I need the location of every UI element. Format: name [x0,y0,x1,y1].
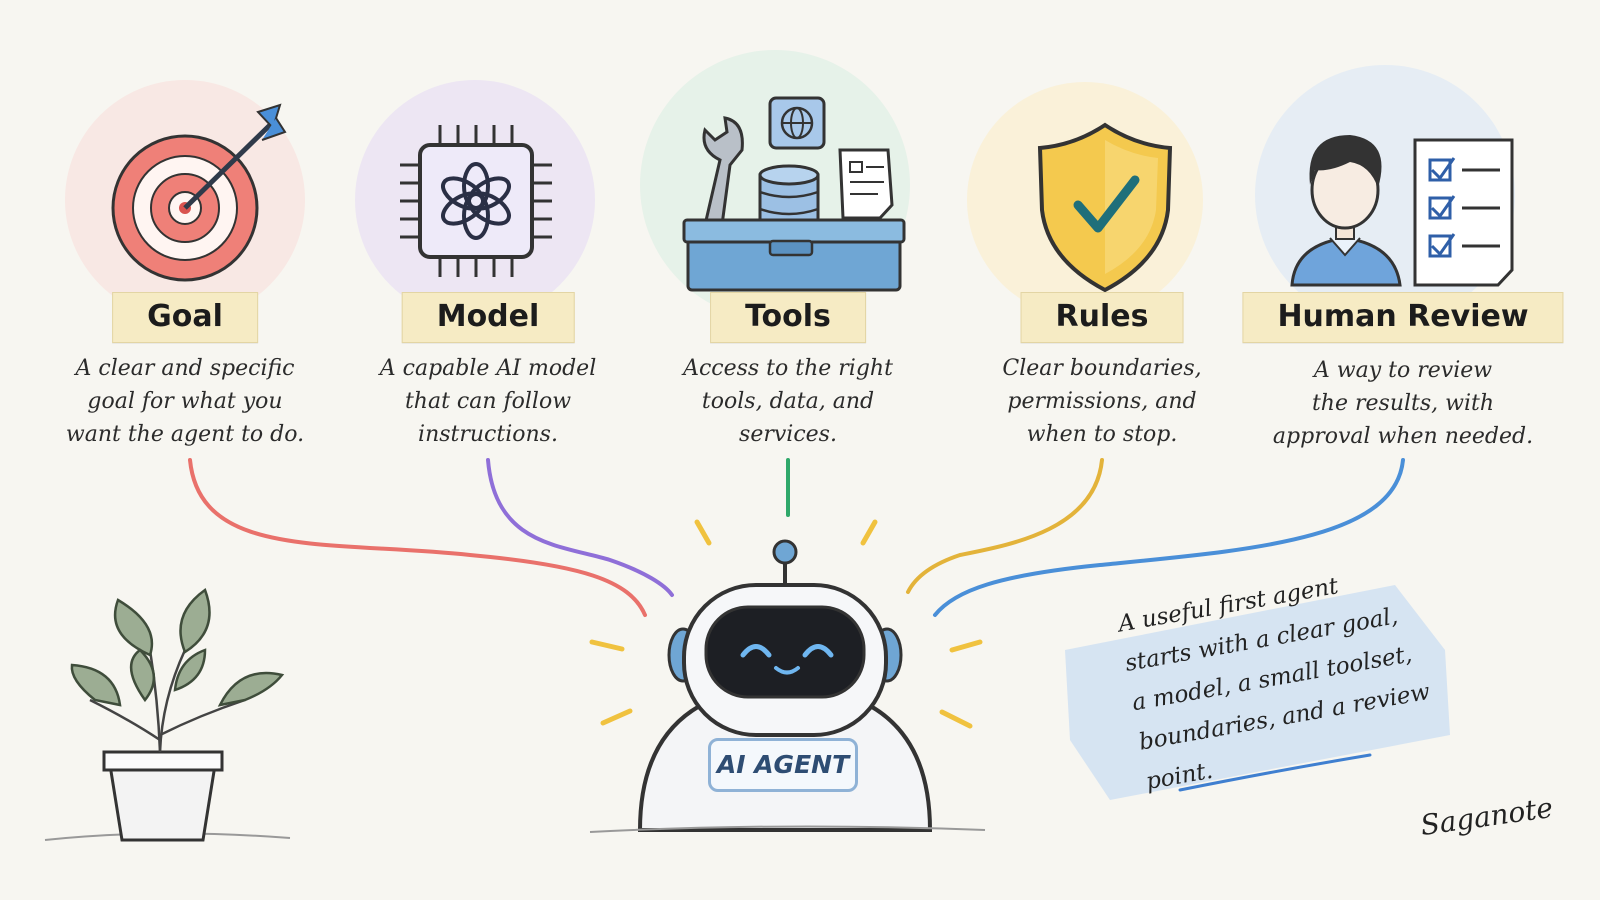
card-human-review-description: A way to review the results, with approv… [1253,354,1553,453]
desc-line: A capable AI model [379,356,597,381]
card-model-description: A capable AI model that can follow instr… [338,352,638,451]
desc-line: goal for what you [87,389,283,414]
person-checklist-icon [1290,135,1514,287]
desc-line: Clear boundaries, [1002,356,1202,381]
desc-line: permissions, and [1007,389,1197,414]
desc-line: want the agent to do. [65,422,305,447]
desc-line: that can follow [404,389,572,414]
card-human-review-title: Human Review [1242,292,1564,343]
toolbox-icon [682,96,906,292]
card-goal-description: A clear and specific goal for what you w… [35,352,335,451]
potted-plant-icon [70,588,285,842]
desc-line: services. [739,422,837,447]
shield-check-icon [1037,122,1173,293]
card-tools-title: Tools [710,292,866,343]
desc-line: tools, data, and [701,389,875,414]
desc-line: A clear and specific [75,356,295,381]
card-tools-description: Access to the right tools, data, and ser… [638,352,938,451]
robot-icon [637,539,933,832]
card-rules-description: Clear boundaries, permissions, and when … [952,352,1252,451]
card-model-title: Model [401,292,575,343]
desc-line: Access to the right [683,356,893,381]
desc-line: approval when needed. [1272,424,1534,449]
desc-line: A way to review [1313,358,1493,383]
target-with-arrow-icon [111,103,287,282]
desc-line: when to stop. [1026,422,1178,447]
card-goal-title: Goal [112,292,258,343]
desc-line: the results, with [1311,391,1495,416]
desc-line: instructions. [418,422,558,447]
ai-chip-icon [400,125,552,277]
agent-label: AI AGENT [708,738,858,792]
card-rules-title: Rules [1020,292,1184,343]
